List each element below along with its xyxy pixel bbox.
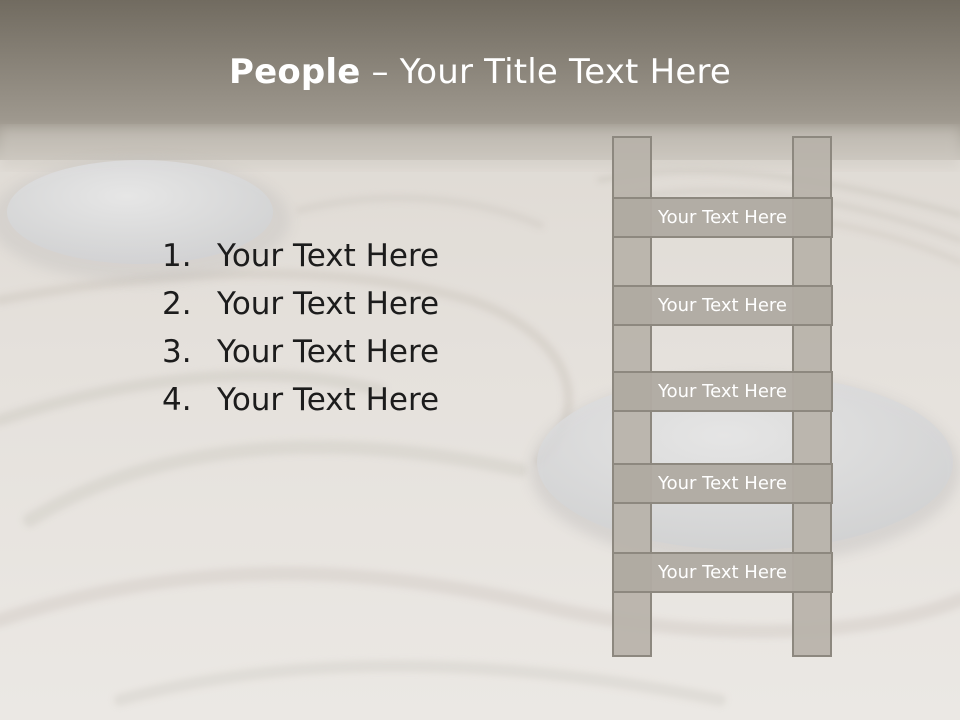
title-bold-part: People	[228, 52, 361, 92]
list-item: 1. Your Text Here	[162, 232, 439, 280]
list-item-text: Your Text Here	[217, 382, 440, 418]
list-item: 3. Your Text Here	[162, 328, 439, 376]
numbered-list: 1. Your Text Here 2. Your Text Here 3. Your…	[162, 232, 439, 424]
ladder-rung-4[interactable]: Your Text Here	[612, 463, 833, 504]
list-item-number: 3.	[162, 334, 192, 370]
ladder-rung-1[interactable]: Your Text Here	[612, 197, 833, 238]
list-item-number: 2.	[162, 286, 192, 322]
list-item-number: 1.	[162, 238, 192, 274]
slide-title: People – Your Title Text Here	[229, 52, 731, 92]
list-item-text: Your Text Here	[217, 334, 440, 370]
ladder-rung-2[interactable]: Your Text Here	[612, 285, 833, 326]
list-item: 4. Your Text Here	[162, 376, 439, 424]
list-item: 2. Your Text Here	[162, 280, 439, 328]
title-rest-part: – Your Title Text Here	[360, 52, 732, 92]
list-item-text: Your Text Here	[217, 286, 440, 322]
list-item-number: 4.	[162, 382, 192, 418]
ladder-rung-3[interactable]: Your Text Here	[612, 371, 833, 412]
list-item-text: Your Text Here	[217, 238, 440, 274]
title-bar: People – Your Title Text Here	[0, 0, 960, 150]
ladder-rung-5[interactable]: Your Text Here	[612, 552, 833, 593]
